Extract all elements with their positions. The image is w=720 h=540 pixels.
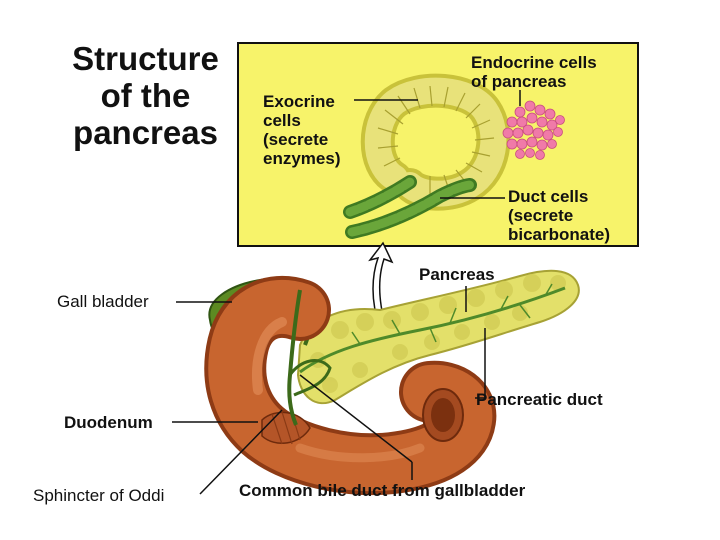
duct-cells-label-line-3: bicarbonate) xyxy=(508,225,611,244)
pancreas-label: Pancreas xyxy=(419,265,495,284)
endocrine-label-line-2: of pancreas xyxy=(471,72,567,91)
duct-tubes xyxy=(343,175,477,239)
gall-bladder-label: Gall bladder xyxy=(57,292,149,311)
duodenum-organ xyxy=(204,275,497,496)
title-line-2: of the xyxy=(100,77,191,114)
diagram-title: Structure of the pancreas xyxy=(58,40,233,151)
exocrine-label: Exocrine cells (secrete enzymes) xyxy=(263,92,340,168)
duct-cells-label-line-2: (secrete xyxy=(508,206,574,225)
pancreas-organ xyxy=(296,269,580,405)
exocrine-label-line-2: cells xyxy=(263,111,301,130)
duct-cells-label: Duct cells (secrete bicarbonate) xyxy=(508,187,610,244)
endocrine-islet xyxy=(502,100,565,160)
title-line-3: pancreas xyxy=(73,114,218,151)
duct-cells-label-line-1: Duct cells xyxy=(508,187,589,206)
pancreatic-duct-label: Pancreatic duct xyxy=(476,390,603,409)
endocrine-label-line-1: Endocrine cells xyxy=(471,53,597,72)
duodenum-label: Duodenum xyxy=(64,413,153,432)
sphincter-label: Sphincter of Oddi xyxy=(33,486,165,505)
common-bile-duct-label: Common bile duct from gallbladder xyxy=(239,481,526,500)
inset-leader-lines xyxy=(354,90,521,199)
exocrine-label-line-3: (secrete xyxy=(263,130,329,149)
exocrine-label-line-1: Exocrine xyxy=(263,92,335,111)
exocrine-label-line-4: enzymes) xyxy=(263,149,341,168)
title-line-1: Structure xyxy=(72,40,219,77)
leader-lines xyxy=(172,286,486,495)
endocrine-label: Endocrine cells of pancreas xyxy=(471,53,597,91)
duct-junction xyxy=(288,359,332,397)
